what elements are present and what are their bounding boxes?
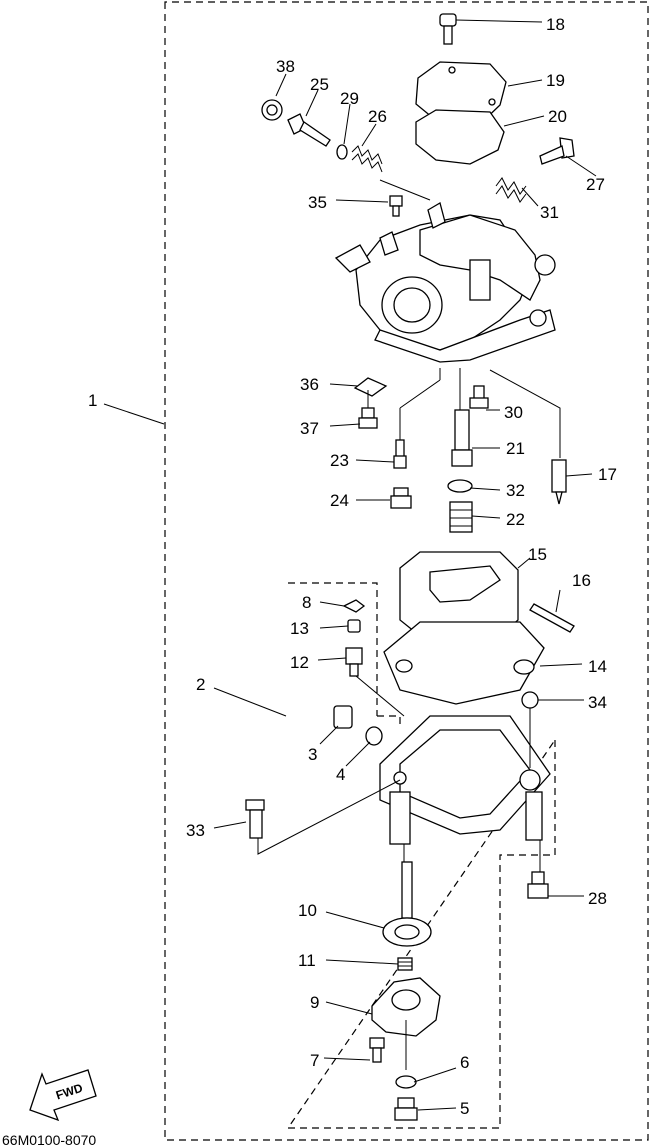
part-32-oring [447, 479, 473, 493]
leader-38-body [379, 179, 431, 201]
part-17-needle-valve [551, 459, 567, 505]
callout-15: 15 [528, 545, 547, 564]
part-5-drain-screw [394, 1097, 418, 1121]
diagram-code: 66M0100-8070 [2, 1132, 96, 1147]
callout-leaders [103, 19, 597, 1111]
callout-31: 31 [540, 203, 559, 222]
part-14-hole [395, 659, 413, 673]
leader-lines-lower [257, 675, 541, 1070]
part-36-gasket [353, 377, 388, 397]
assembly-2-boundary [286, 582, 556, 1129]
part-7-screw [369, 1037, 385, 1063]
callout-14: 14 [588, 657, 607, 676]
part-14-hole-2 [513, 659, 535, 675]
callout-7: 7 [310, 1051, 319, 1070]
part-11-spring [397, 957, 413, 971]
callout-20: 20 [548, 107, 567, 126]
part-4-washer [365, 726, 383, 746]
part-27-screw [539, 137, 575, 165]
part-29-oring [336, 144, 348, 160]
callout-25: 25 [310, 75, 329, 94]
part-6-gasket [395, 1075, 417, 1089]
part-22-jet [449, 501, 473, 533]
callout-33: 33 [186, 821, 205, 840]
callout-13: 13 [290, 619, 309, 638]
callout-30: 30 [504, 403, 523, 422]
callout-38: 38 [276, 57, 295, 76]
part-3-plug [333, 705, 353, 729]
part-13-plug [347, 619, 361, 633]
callout-27: 27 [586, 175, 605, 194]
callout-17: 17 [598, 465, 617, 484]
part-38-cap [261, 99, 283, 121]
callout-2: 2 [196, 675, 205, 694]
callout-3: 3 [308, 745, 317, 764]
carburetor-body [334, 202, 556, 363]
callout-28: 28 [588, 889, 607, 908]
callout-23: 23 [330, 451, 349, 470]
callout-18: 18 [546, 15, 565, 34]
callout-9: 9 [310, 993, 319, 1012]
callout-26: 26 [368, 107, 387, 126]
callout-1: 1 [88, 391, 97, 410]
callout-35: 35 [308, 193, 327, 212]
part-9-opening [391, 989, 421, 1011]
callout-24: 24 [330, 491, 349, 510]
part-35-screw [389, 195, 403, 217]
callout-8: 8 [302, 593, 311, 612]
part-26-spring [351, 145, 383, 173]
callout-19: 19 [546, 71, 565, 90]
callout-11: 11 [298, 951, 316, 970]
callout-34: 34 [588, 693, 607, 712]
callout-6: 6 [460, 1053, 469, 1072]
callout-4: 4 [336, 765, 345, 784]
part-28-screw [527, 871, 549, 899]
callout-32: 32 [506, 481, 525, 500]
part-19-hole-2 [488, 98, 496, 106]
part-34-filter [521, 691, 539, 709]
callout-22: 22 [506, 510, 525, 529]
part-31-spring [495, 177, 527, 203]
part-15-float [399, 551, 519, 637]
part-24-plug [390, 487, 412, 509]
leader-lines-upper [367, 368, 561, 458]
callout-21: 21 [506, 439, 525, 458]
part-23-jet [393, 439, 407, 469]
part-30-screw [469, 385, 489, 409]
part-10-diaphragm [382, 861, 432, 947]
part-33-screw [245, 799, 265, 839]
callout-12: 12 [290, 653, 309, 672]
part-37-screw [358, 407, 378, 429]
callout-16: 16 [572, 571, 591, 590]
assembly-1-boundary [164, 1, 649, 1141]
part-12-main-nozzle [345, 647, 363, 677]
callout-29: 29 [340, 89, 359, 108]
callout-36: 36 [300, 375, 319, 394]
part-20-gasket [415, 109, 505, 165]
part-8-float-valve [342, 599, 366, 613]
part-18-screw [439, 13, 457, 45]
callout-numbers: 1 2 3 4 5 6 7 8 9 10 11 12 13 14 15 16 1… [88, 15, 617, 1118]
part-25-screw [287, 113, 331, 147]
part-21-emulsion-tube [451, 409, 473, 467]
float-bowl [379, 715, 551, 845]
callout-5: 5 [460, 1099, 469, 1118]
callout-37: 37 [300, 419, 319, 438]
callout-10: 10 [298, 901, 317, 920]
part-19-hole [448, 66, 456, 74]
forward-arrow-icon: FWD [29, 1069, 97, 1122]
part-16-pin [529, 603, 575, 633]
